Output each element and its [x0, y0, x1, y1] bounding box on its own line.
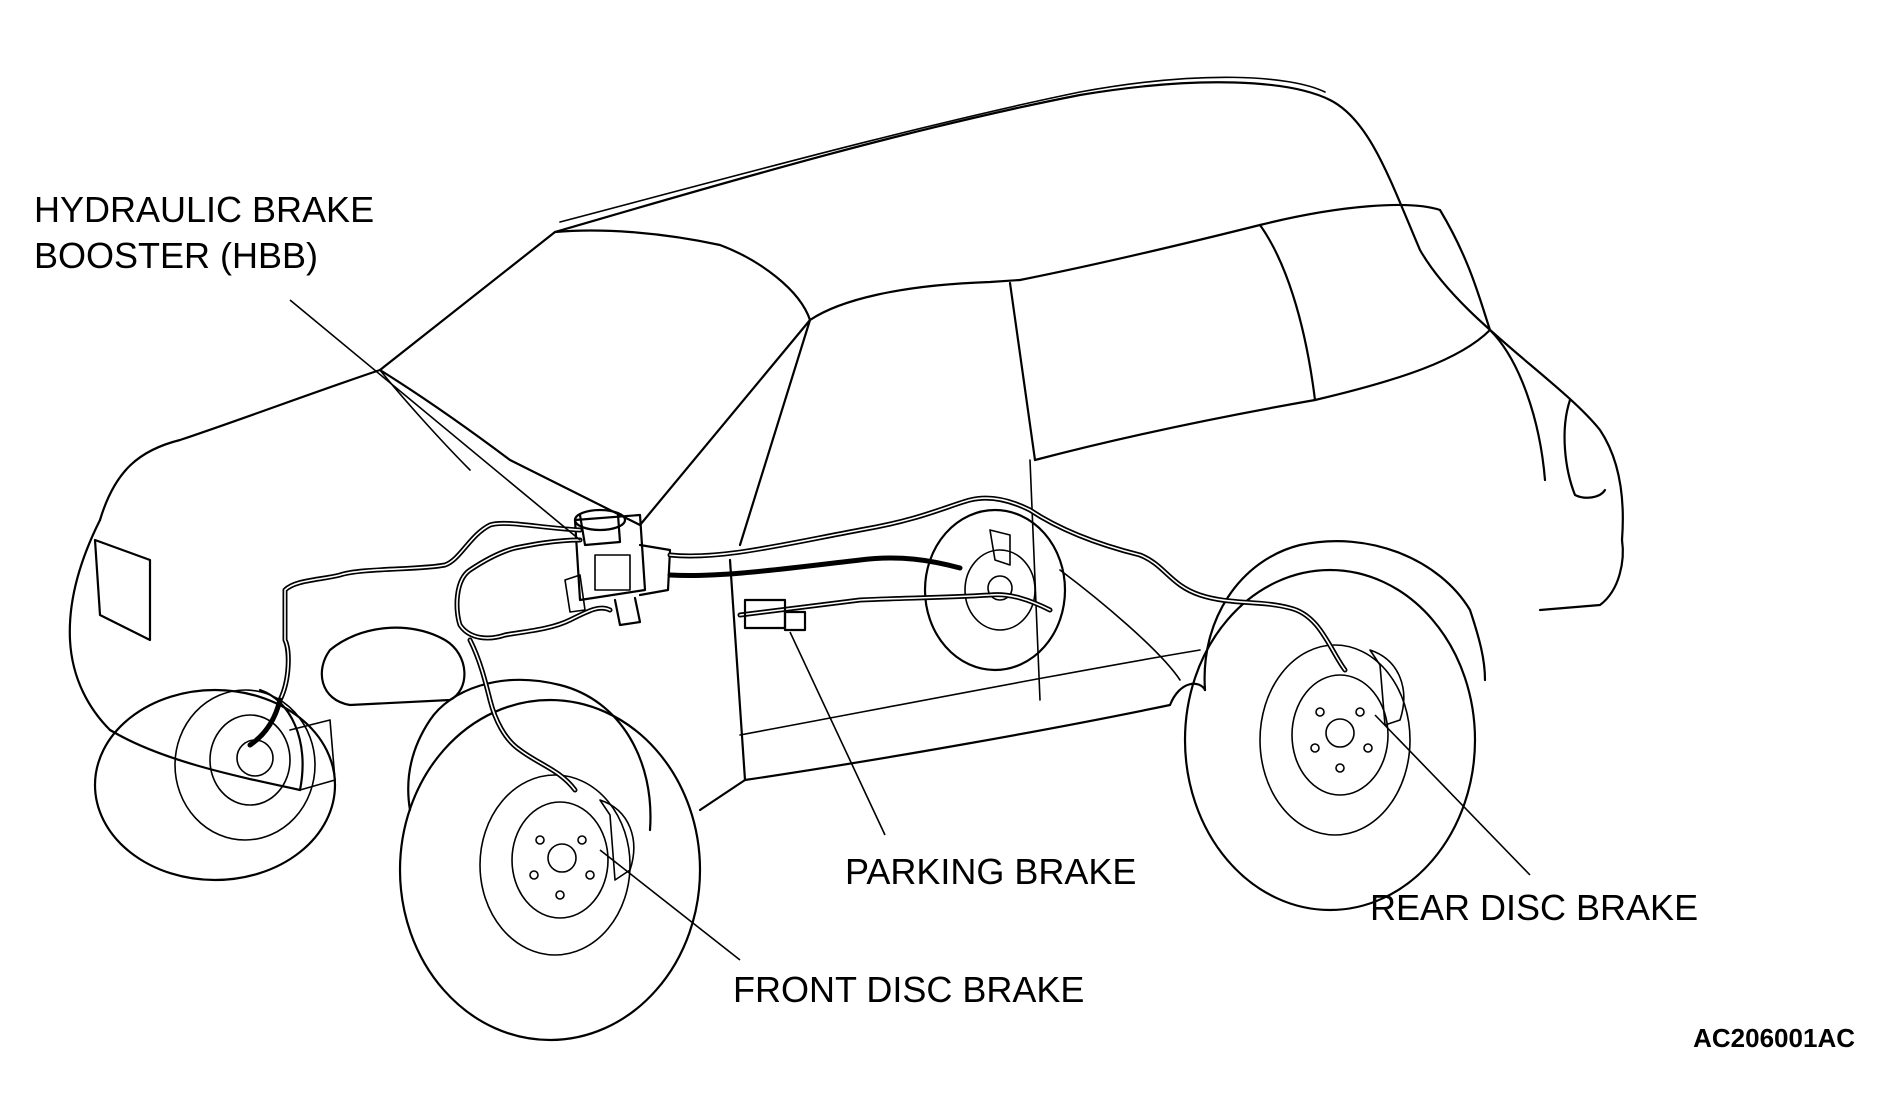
- front-disc-brake-label: FRONT DISC BRAKE: [733, 969, 1084, 1010]
- figure-code: AC206001AC: [1693, 1023, 1855, 1053]
- rear-disc-brake-leader: [1374, 714, 1531, 876]
- front-disc-brake-leader: [599, 849, 741, 961]
- rear-right-wheel: [1183, 568, 1477, 912]
- front-right-wheel: [398, 698, 702, 1042]
- parking-brake-leader: [789, 631, 886, 836]
- hbb-label-line1: HYDRAULIC BRAKE: [34, 189, 374, 230]
- hbb-leader: [289, 299, 581, 541]
- rear-left-wheel: [923, 508, 1067, 672]
- leader-lines: [289, 299, 1531, 961]
- vehicle-body: [68, 76, 1624, 832]
- front-left-wheel: [93, 688, 337, 882]
- brake-lines: [247, 495, 1348, 793]
- rear-disc-brake-label: REAR DISC BRAKE: [1370, 887, 1698, 928]
- hbb-label-line2: BOOSTER (HBB): [34, 235, 318, 276]
- parking-brake-label: PARKING BRAKE: [845, 851, 1136, 892]
- hydraulic-brake-booster: [564, 508, 672, 627]
